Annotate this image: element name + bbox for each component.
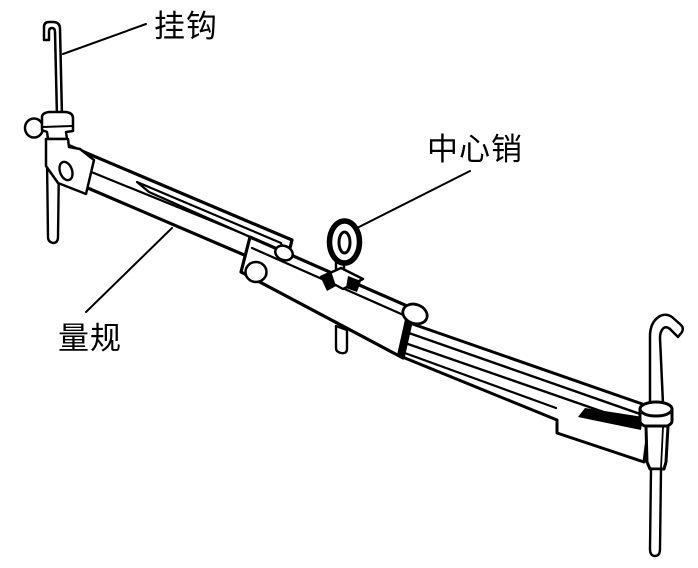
center-pin	[319, 218, 365, 292]
joint-rivet-top	[274, 244, 294, 262]
housing-slot	[58, 160, 74, 182]
right-hook-assembly	[638, 313, 685, 558]
rail-shadow-wedge	[578, 408, 643, 430]
center-pin-label: 中心销	[427, 132, 523, 167]
hanging-peg	[334, 324, 349, 355]
left-hook-shaft	[42, 20, 64, 119]
center-pin-ring-hole	[337, 230, 352, 255]
right-contact-rod	[648, 467, 663, 558]
right-sleeve-block	[644, 424, 670, 471]
gauge-label: 量规	[58, 321, 122, 356]
center-pin-leader-line	[356, 170, 471, 229]
beam-right-bar	[398, 319, 650, 464]
left-hook-assembly	[23, 20, 96, 245]
hook-label: 挂钩	[154, 9, 218, 44]
joint-rivet-bottom	[244, 260, 268, 284]
clamp-knob	[23, 117, 45, 139]
gauge-leader-line	[85, 227, 173, 313]
right-collar-top	[638, 400, 674, 418]
right-hook-shaft	[648, 313, 685, 406]
beam-middle-sleeve	[239, 235, 429, 360]
lock-knob	[401, 302, 429, 326]
hook-leader-line	[62, 23, 147, 55]
